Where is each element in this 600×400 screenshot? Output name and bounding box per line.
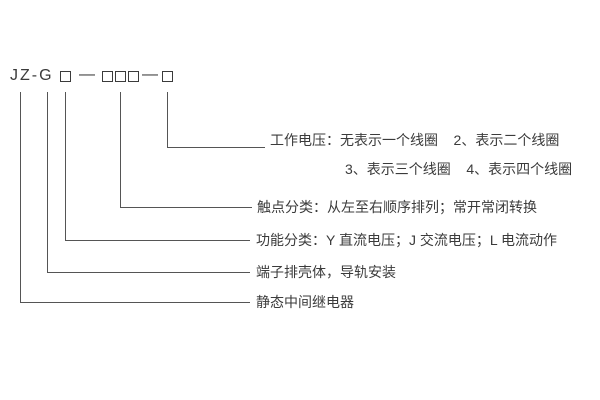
model-code-box-contact-3 [128,71,139,82]
connector-function-class-hline [65,240,250,241]
connector-working-voltage-hline [167,147,265,148]
connector-contact-class-vline [120,92,121,207]
connector-contact-class-hline [120,207,252,208]
connector-housing-hline [47,272,250,273]
model-code-box-voltage [162,71,173,82]
model-code-box-contact-2 [115,71,126,82]
connector-relay-type-vline [20,92,21,302]
model-code-prefix: JZ-G [10,67,54,84]
model-code-box-function [60,71,71,82]
label-function-class: 功能分类：Y 直流电压；J 交流电压；L 电流动作 [256,232,558,248]
label-contact-class: 触点分类：从左至右顺序排列；常开常闭转换 [257,199,537,215]
connector-housing-vline [47,92,48,272]
label-working-voltage-line1: 工作电压：无表示一个线圈 2、表示二个线圈 [270,132,560,148]
connector-working-voltage-vline [167,92,168,147]
label-relay-type: 静态中间继电器 [256,294,354,310]
model-code-box-contact-1 [102,71,113,82]
connector-function-class-vline [65,92,66,240]
model-code-dash-1: — [79,66,97,83]
connector-relay-type-hline [20,302,250,303]
model-code-dash-2: — [142,66,160,83]
label-working-voltage-line2: 3、表示三个线圈 4、表示四个线圈 [345,161,573,177]
label-housing: 端子排壳体，导轨安装 [256,264,396,280]
